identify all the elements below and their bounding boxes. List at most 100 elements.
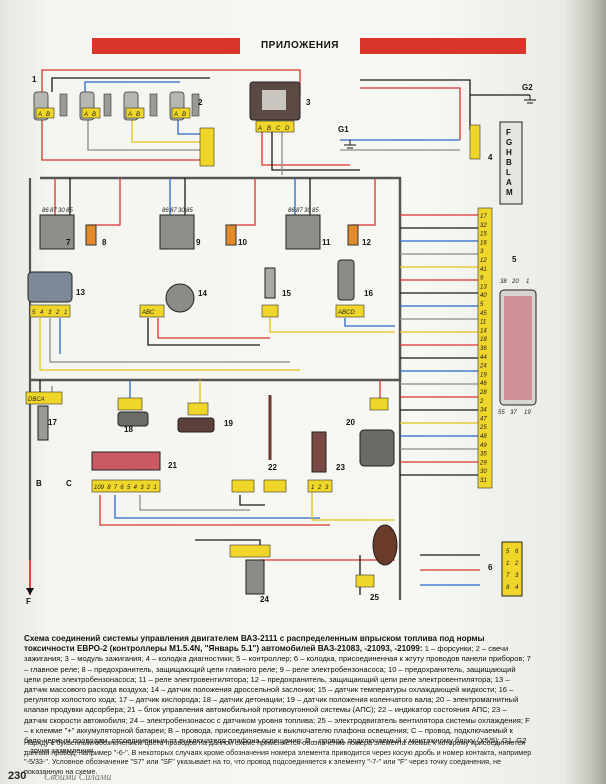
relay11-terminal-85: 85 bbox=[312, 208, 319, 214]
ecu-harness-pin-5: 5 bbox=[480, 302, 484, 308]
diag-pin-B: B bbox=[506, 158, 512, 167]
component-label-6: 6 bbox=[488, 563, 493, 572]
vss-pin-1: 1 bbox=[311, 485, 314, 491]
aps-pin-7: 7 bbox=[114, 485, 118, 491]
component-label-18: 18 bbox=[124, 425, 133, 434]
ecu-harness-pin-12: 12 bbox=[480, 258, 487, 264]
ecu-harness-pin-41: 41 bbox=[480, 267, 487, 273]
component-label-15: 15 bbox=[282, 289, 291, 298]
spark-plugs bbox=[59, 93, 200, 117]
ecu-harness-pin-48: 48 bbox=[480, 434, 487, 440]
ecu-harness-pin-30: 30 bbox=[480, 469, 487, 475]
wire-fuse8 bbox=[88, 178, 121, 226]
ecu-harness-wires bbox=[400, 214, 478, 476]
injector-pin-A: A bbox=[83, 112, 88, 118]
ecu-pin-label: 1 bbox=[526, 279, 529, 285]
fan-relay bbox=[285, 214, 321, 250]
diagnostic-block bbox=[469, 121, 523, 205]
block6-pin-6: 6 bbox=[515, 549, 519, 555]
coolant-temp-sensor bbox=[261, 267, 279, 318]
component-label-25: 25 bbox=[370, 593, 379, 602]
maf-pin-1: 1 bbox=[64, 310, 67, 316]
ecu-pin-label: 38 bbox=[500, 279, 507, 285]
vss-pin-3: 3 bbox=[325, 485, 329, 491]
wire-injector-a bbox=[41, 120, 200, 161]
ecu-pin-label: 55 bbox=[498, 410, 505, 416]
oxygen-sensor bbox=[25, 391, 63, 441]
diagram-caption: Схема соединений системы управления двиг… bbox=[24, 634, 532, 756]
canister-purge-valve bbox=[359, 397, 395, 467]
ecu-harness-pin-35: 35 bbox=[480, 452, 487, 458]
injector-pin-A: A bbox=[127, 112, 132, 118]
component-label-21: 21 bbox=[168, 461, 177, 470]
fuel-pump-relay bbox=[159, 214, 195, 250]
ecu-harness-pin-9: 9 bbox=[480, 276, 484, 282]
wire-maf-2 bbox=[49, 318, 290, 363]
diag-pin-H: H bbox=[506, 148, 512, 157]
maf-pin-2: 2 bbox=[55, 310, 60, 316]
wire-injector-signal bbox=[84, 81, 180, 92]
component-label-23: 23 bbox=[336, 463, 345, 472]
ecu-harness-pin-36: 36 bbox=[480, 346, 487, 352]
section-title: ПРИЛОЖЕНИЯ bbox=[240, 38, 360, 54]
ecu-harness-pin-28: 28 bbox=[479, 390, 487, 396]
ecu-harness-pin-32: 32 bbox=[480, 223, 487, 229]
wire-fuse12 bbox=[352, 178, 376, 226]
component-label-4: 4 bbox=[488, 153, 493, 162]
caption-title: Схема соединений системы управления двиг… bbox=[24, 634, 485, 654]
ecu-harness-pin-14: 14 bbox=[480, 328, 487, 334]
relay7-terminal-86: 86 bbox=[42, 208, 49, 214]
battery-arrow bbox=[26, 588, 34, 595]
page-binding-shadow bbox=[564, 0, 606, 784]
wire-fuse10 bbox=[230, 178, 256, 226]
wire-aps-3 bbox=[139, 495, 250, 511]
maf-pin-5: 5 bbox=[32, 310, 36, 316]
vss-pin-2: 2 bbox=[317, 485, 322, 491]
wire-injector-power bbox=[41, 69, 301, 95]
wire-temp bbox=[269, 318, 395, 333]
relay9-terminal-85: 85 bbox=[186, 208, 193, 214]
wire-diag-2 bbox=[360, 87, 461, 140]
diag-pin-G: G bbox=[506, 138, 512, 147]
component-label-1: 1 bbox=[32, 75, 37, 84]
aps-pin-9: 9 bbox=[101, 485, 105, 491]
relay9-terminal-86: 86 bbox=[162, 208, 169, 214]
wire-maf-1 bbox=[39, 318, 300, 371]
block6-pin-2: 2 bbox=[514, 561, 519, 567]
component-label-22: 22 bbox=[268, 463, 277, 472]
component-label-14: 14 bbox=[198, 289, 207, 298]
maf-pin-4: 4 bbox=[40, 310, 44, 316]
wire-injector-b bbox=[87, 120, 200, 151]
injector-pin-A: A bbox=[173, 112, 178, 118]
component-label-19: 19 bbox=[224, 419, 233, 428]
relay9-terminal-87: 87 bbox=[170, 208, 177, 214]
relay7-terminal-85: 85 bbox=[66, 208, 73, 214]
aps-pin-1: 1 bbox=[153, 485, 156, 491]
page-brand: Своими Силами bbox=[44, 772, 112, 783]
wire-injector-ground bbox=[51, 77, 210, 92]
relay11-terminal-30: 30 bbox=[304, 208, 311, 214]
ground-symbols bbox=[344, 95, 536, 149]
component-label-20: 20 bbox=[346, 418, 355, 427]
aps-pin-2: 2 bbox=[146, 485, 151, 491]
lamp-switch-label-c: C bbox=[66, 479, 72, 488]
ground-label-g2: G2 bbox=[522, 83, 533, 92]
block6-pin-8: 8 bbox=[506, 585, 510, 591]
component-label-7: 7 bbox=[66, 238, 71, 247]
component-label-3: 3 bbox=[306, 98, 311, 107]
component-label-9: 9 bbox=[196, 238, 201, 247]
relay7-terminal-87: 87 bbox=[50, 208, 57, 214]
component-label-5: 5 bbox=[512, 255, 517, 264]
component-label-16: 16 bbox=[364, 289, 373, 298]
ecu-harness-pin-2: 2 bbox=[479, 399, 484, 405]
ecu-harness-pin-17: 17 bbox=[480, 214, 487, 220]
ecu-pin-label: 19 bbox=[524, 410, 531, 416]
component-label-13: 13 bbox=[76, 288, 85, 297]
fuel-pump bbox=[229, 544, 271, 595]
block6-pin-4: 4 bbox=[515, 585, 519, 591]
ecu-pin-label: 20 bbox=[511, 279, 519, 285]
wire-aps-1 bbox=[99, 495, 330, 526]
battery-terminal-label: F bbox=[26, 597, 31, 606]
wire-ignition-2 bbox=[271, 130, 360, 171]
diag-pin-M: M bbox=[506, 188, 513, 197]
